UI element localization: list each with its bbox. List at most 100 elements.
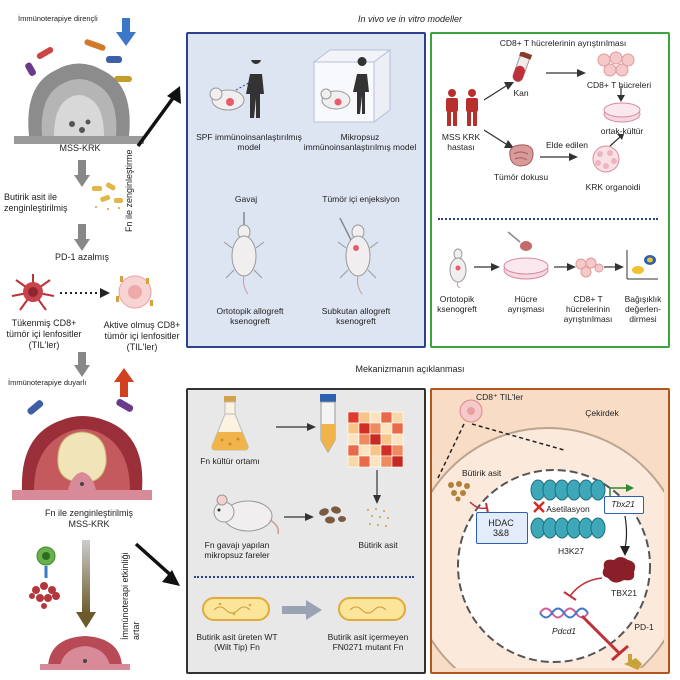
injection-mouse-icon — [337, 217, 379, 295]
nucleus-label: Çekirdek — [585, 408, 619, 418]
down-arrow-icon — [116, 18, 136, 46]
arrow-icon — [554, 263, 576, 271]
butyrate-enriched-label: Butirik asit ile zenginleştirilmiş — [4, 192, 68, 213]
section-divider — [438, 218, 658, 220]
zoom-lines-icon — [437, 423, 565, 479]
arrow-up-icon — [609, 134, 624, 147]
arrow-to-blood-icon — [484, 82, 514, 101]
patients-label: MSS KRK hastası — [441, 132, 481, 152]
germfree-mouse-icon — [213, 494, 280, 535]
arrow-down-icon — [373, 470, 381, 504]
arrow-down-icon — [620, 516, 630, 556]
gavage-mouse-icon — [223, 212, 265, 295]
cell-dissociation-label: Hücre ayrışması — [507, 294, 545, 314]
red-x-icon — [533, 501, 545, 513]
orthotopic-label: Ortotopik allogreft ksenogreft — [216, 306, 284, 326]
regressed-tumor-illustration — [40, 636, 130, 670]
hdac-label: HDAC 3&8 — [488, 518, 514, 538]
gf-mice-label: Fn gavajı yapılan mikropsuz fareler — [204, 540, 270, 560]
spf-mouse-human-icon — [209, 60, 264, 118]
organoid-label: KRK organoidi — [585, 182, 641, 192]
arrow-icon — [276, 423, 316, 431]
tbx21-gene-box — [604, 496, 644, 514]
section-divider — [194, 576, 414, 578]
pd1-down-label: PD-1 azalmış — [54, 252, 109, 262]
h3k27-label: H3K27 — [558, 546, 584, 556]
subcutaneous-label: Subkutan allogreft ksenogreft — [321, 306, 391, 326]
gray-arrow-icon — [282, 600, 322, 620]
arrow-icon — [474, 263, 500, 271]
nucleosome-top-icon — [530, 479, 606, 501]
immune-attack-illustration — [29, 546, 60, 609]
culture-medium-label: Fn kültür ortamı — [200, 456, 260, 466]
tbx21-protein-label: TBX21 — [611, 588, 637, 598]
resistant-label: İmmünoterapiye dirençli — [18, 14, 98, 23]
immune-assess-label: Bağışıklık değerlen-dirmesi — [624, 294, 662, 324]
coculture-label: ortak-kültür — [600, 126, 644, 136]
til-label: CD8⁺ TIL'ler — [476, 392, 524, 402]
wt-bacterium-icon — [202, 597, 270, 621]
models-title: In vivo ve in vitro modeller — [357, 14, 463, 24]
down-arrow-icon — [74, 224, 90, 251]
bacteria-cluster-icon — [92, 182, 123, 210]
butyrate-label: Bütirik asit — [358, 540, 398, 550]
up-arrow-icon — [114, 368, 134, 397]
down-arrow-icon — [74, 160, 90, 187]
pd1-label: PD-1 — [634, 622, 654, 632]
obtained-label: Elde edilen — [545, 140, 589, 150]
cd8-isolation-title: CD8+ T hücrelerinin ayrıştırılması — [499, 38, 627, 48]
sensitive-label: İmmünoterapiye duyarlı — [8, 378, 87, 387]
activated-tcell-icon — [116, 275, 153, 309]
arrow-icon — [604, 263, 624, 271]
arrow-icon — [540, 153, 578, 161]
tbx21-gene-arrow-icon — [609, 484, 634, 498]
cd8-isolation2-label: CD8+ T hücrelerinin ayrıştırılması — [563, 294, 613, 324]
acetylation-label: Asetilasyon — [546, 504, 590, 514]
pdcd1-label: Pdcd1 — [551, 626, 577, 636]
petri-dish-icon — [603, 102, 641, 123]
dotted-arrow-icon — [60, 288, 110, 298]
butyric-acid-label: Bütirik asit — [462, 468, 502, 478]
arrow-icon — [546, 69, 586, 77]
germfree-isolator-icon — [312, 49, 392, 123]
nucleosome-bottom-icon — [530, 517, 606, 539]
til-cell-icon — [459, 399, 483, 423]
spf-model-label: SPF immünoinsanlaştırılmış model — [196, 132, 302, 152]
down-arrow-icon — [74, 352, 90, 377]
tumor-tissue-label: Tümör dokusu — [493, 172, 549, 182]
exhausted-til-label: Tükenmiş CD8+ tümör içi lenfositler (TIL… — [6, 318, 82, 350]
inhibit-icon — [563, 577, 603, 601]
ortho-xeno-label: Ortotopik ksenogreft — [437, 294, 477, 314]
mutant-label: Butirik asit içermeyen FN0271 mutant Fn — [327, 632, 409, 652]
activated-til-label: Aktive olmuş CD8+ tümör içi lenfositler … — [103, 320, 181, 352]
sample-tube-icon — [320, 394, 336, 453]
pd1-inhibit-icon — [580, 614, 642, 670]
fn-enriched-crc-label: Fn ile zenginleştirilmiş MSS-KRK — [44, 508, 134, 529]
cd8-cells-label: CD8+ T hücreleri — [586, 80, 652, 90]
gradient-arrow-icon — [76, 540, 96, 628]
arrow-to-tissue-icon — [484, 129, 514, 148]
isolated-cells-icon — [575, 257, 604, 278]
feces-icon — [319, 506, 346, 524]
in-vitro-panel — [430, 32, 670, 348]
inhibit-icon — [469, 501, 489, 514]
heatmap-icon — [347, 411, 404, 468]
wt-label: Butirik asit üreten WT (Wilt Tip) Fn — [196, 632, 278, 652]
xenograft-mouse-icon — [449, 248, 467, 288]
hdac-box — [476, 512, 528, 544]
gavage-label: Gavaj — [234, 194, 258, 204]
exhausted-tcell-icon — [11, 274, 55, 311]
tbx21-protein-icon — [602, 557, 636, 583]
mutant-bacterium-icon — [338, 597, 406, 621]
intratumoral-label: Tümör içi enjeksiyon — [322, 194, 400, 204]
tbx21-gene-label: Tbx21 — [611, 499, 635, 509]
sensitive-tumor-illustration — [12, 399, 152, 500]
arrow-to-models-icon — [136, 86, 181, 148]
germfree-model-label: Mikropsuz immünoinsanlaştırılmış model — [303, 132, 417, 152]
butyric-acid-dots-icon — [448, 481, 470, 502]
mechanism-title: Mekanizmanın açıklanması — [355, 364, 465, 374]
butyrate-dots-icon — [367, 508, 389, 527]
arrow-down-icon — [617, 86, 625, 102]
flow-cytometry-icon — [626, 250, 658, 280]
resistant-tumor-illustration — [14, 39, 144, 144]
